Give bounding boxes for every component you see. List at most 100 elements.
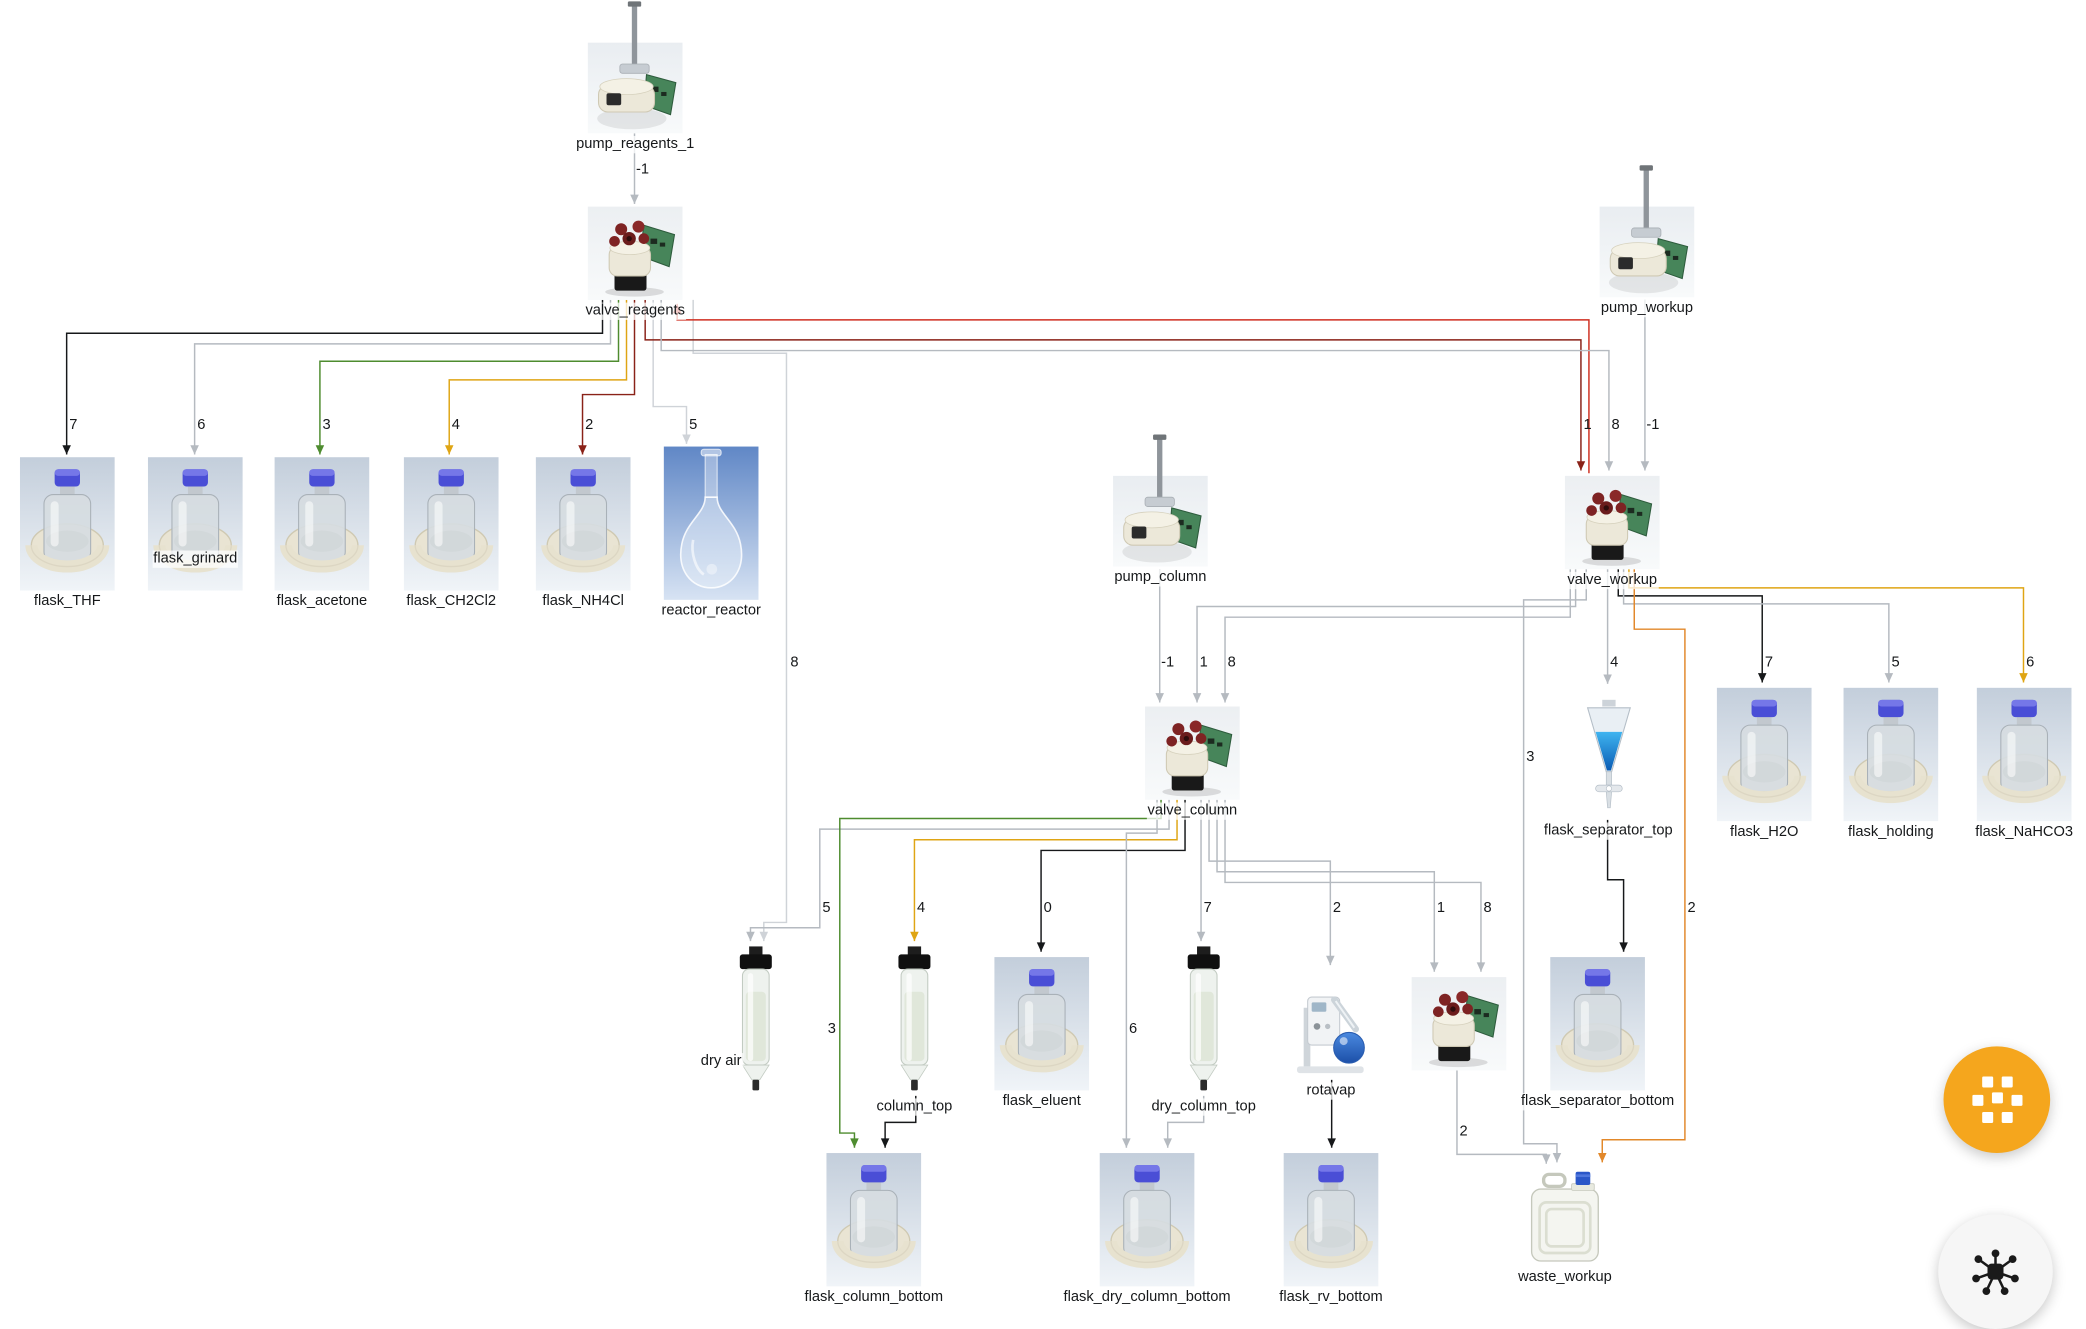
edge-label: 0 bbox=[1044, 900, 1052, 916]
node-valve_reagents[interactable]: valve_reagents bbox=[584, 206, 687, 320]
node-label: flask_NH4Cl bbox=[541, 593, 626, 611]
column-icon bbox=[1171, 946, 1236, 1096]
node-pump_reagents_1[interactable]: pump_reagents_1 bbox=[574, 1, 696, 154]
node-label: flask_grinard bbox=[151, 550, 239, 568]
node-dry_air[interactable]: dry air bbox=[699, 946, 788, 1096]
valve-icon bbox=[1145, 706, 1240, 800]
edge-arrowhead bbox=[1598, 1153, 1607, 1163]
edge-arrowhead bbox=[1192, 693, 1202, 703]
edge-label: 3 bbox=[828, 1021, 836, 1037]
pump-icon bbox=[1113, 434, 1208, 567]
node-flask_acetone[interactable]: flask_acetone bbox=[274, 457, 370, 611]
node-label: dry air bbox=[699, 1053, 743, 1071]
edge-arrowhead bbox=[1542, 1154, 1551, 1164]
flask-icon bbox=[1099, 1153, 1195, 1287]
edge-label: -1 bbox=[636, 161, 649, 177]
rotavap-icon bbox=[1294, 970, 1368, 1080]
node-rotavap[interactable]: rotavap bbox=[1294, 970, 1368, 1100]
node-label: flask_NaHCO3 bbox=[1973, 823, 2075, 842]
node-label: column_top bbox=[875, 1098, 954, 1116]
node-flask_THF[interactable]: flask_THF bbox=[19, 457, 115, 611]
edge bbox=[692, 299, 788, 942]
edge-arrowhead bbox=[746, 931, 755, 942]
edge-arrowhead bbox=[1757, 673, 1767, 683]
node-reactor_reactor[interactable]: reactor_reactor bbox=[660, 446, 763, 620]
edge-label: 7 bbox=[69, 417, 77, 433]
edge-label: 7 bbox=[1204, 900, 1212, 916]
node-valve_extra[interactable] bbox=[1411, 977, 1507, 1071]
edge-label: 7 bbox=[1765, 655, 1773, 671]
node-flask_dry_column_bottom[interactable]: flask_dry_column_bottom bbox=[1062, 1153, 1232, 1307]
node-flask_separator_bottom[interactable]: flask_separator_bottom bbox=[1519, 957, 1676, 1111]
node-flask_NaHCO3[interactable]: flask_NaHCO3 bbox=[1973, 687, 2075, 842]
node-label: valve_workup bbox=[1566, 571, 1659, 590]
node-label: flask_eluent bbox=[1001, 1093, 1083, 1111]
edge bbox=[1522, 569, 1588, 1163]
node-pump_workup[interactable]: pump_workup bbox=[1599, 165, 1695, 318]
edge bbox=[65, 299, 604, 455]
edge-label: 4 bbox=[452, 417, 460, 433]
edge-arrowhead bbox=[444, 445, 454, 455]
valve-icon bbox=[1564, 475, 1660, 570]
node-label: valve_reagents bbox=[584, 302, 687, 320]
node-flask_H2O[interactable]: flask_H2O bbox=[1716, 687, 1812, 842]
edge-arrowhead bbox=[1326, 955, 1335, 966]
node-label: flask_acetone bbox=[275, 593, 369, 611]
flask-icon bbox=[1716, 687, 1812, 822]
edge-label: 5 bbox=[689, 417, 697, 433]
edge bbox=[1224, 799, 1482, 972]
edge-label: 5 bbox=[1891, 655, 1899, 671]
edge-label: 6 bbox=[197, 417, 205, 433]
apps-grid-icon bbox=[1972, 1076, 2023, 1123]
node-flask_eluent[interactable]: flask_eluent bbox=[994, 957, 1090, 1111]
flask-icon bbox=[1550, 957, 1645, 1091]
edge bbox=[1622, 569, 1890, 683]
node-flask_column_bottom[interactable]: flask_column_bottom bbox=[803, 1153, 945, 1307]
node-waste_workup[interactable]: waste_workup bbox=[1516, 1167, 1614, 1287]
edge-arrowhead bbox=[1619, 942, 1628, 952]
edge-label: 2 bbox=[1687, 900, 1695, 916]
node-label: flask_separator_top bbox=[1542, 822, 1674, 840]
edge-label: -1 bbox=[1646, 417, 1659, 433]
edge-label: 1 bbox=[1437, 900, 1445, 916]
node-flask_NH4Cl[interactable]: flask_NH4Cl bbox=[535, 457, 631, 611]
edge bbox=[913, 799, 1178, 942]
node-label: flask_dry_column_bottom bbox=[1062, 1289, 1232, 1307]
apps-fab[interactable] bbox=[1943, 1046, 2051, 1154]
edge-label: 4 bbox=[917, 900, 925, 916]
edge bbox=[1628, 569, 2025, 683]
node-dry_column_top[interactable]: dry_column_top bbox=[1150, 946, 1258, 1116]
jerrycan-icon bbox=[1527, 1167, 1603, 1267]
edge-label: 6 bbox=[1129, 1021, 1137, 1037]
edge-arrowhead bbox=[1163, 1138, 1172, 1148]
edge-arrowhead bbox=[578, 445, 587, 455]
node-flask_separator_top[interactable]: flask_separator_top bbox=[1542, 689, 1674, 840]
node-pump_column[interactable]: pump_column bbox=[1112, 434, 1208, 587]
node-label: flask_CH2Cl2 bbox=[405, 593, 498, 611]
edge-label: 8 bbox=[1612, 417, 1620, 433]
edge bbox=[319, 299, 620, 455]
node-flask_CH2Cl2[interactable]: flask_CH2Cl2 bbox=[403, 457, 499, 611]
edge bbox=[660, 299, 1610, 471]
edge-arrowhead bbox=[1196, 931, 1206, 942]
node-flask_rv_bottom[interactable]: flask_rv_bottom bbox=[1277, 1153, 1385, 1307]
edge bbox=[1208, 799, 1332, 966]
node-valve_column[interactable]: valve_column bbox=[1145, 706, 1240, 820]
ai-fab[interactable] bbox=[1938, 1214, 2053, 1329]
node-flask_grinard[interactable]: flask_grinard bbox=[147, 457, 243, 591]
edge bbox=[749, 799, 1170, 942]
node-flask_holding[interactable]: flask_holding bbox=[1843, 687, 1939, 842]
flask-icon bbox=[147, 457, 243, 591]
valve-icon bbox=[587, 206, 683, 300]
edge bbox=[1040, 799, 1186, 952]
node-label: reactor_reactor bbox=[660, 602, 763, 620]
edge bbox=[1601, 569, 1686, 1163]
edge-label: 1 bbox=[1200, 655, 1208, 671]
edge-label: 8 bbox=[1228, 655, 1236, 671]
node-column_top[interactable]: column_top bbox=[875, 946, 954, 1116]
node-valve_workup[interactable]: valve_workup bbox=[1564, 475, 1660, 590]
edge-arrowhead bbox=[315, 445, 325, 455]
edge-arrowhead bbox=[1884, 673, 1894, 683]
